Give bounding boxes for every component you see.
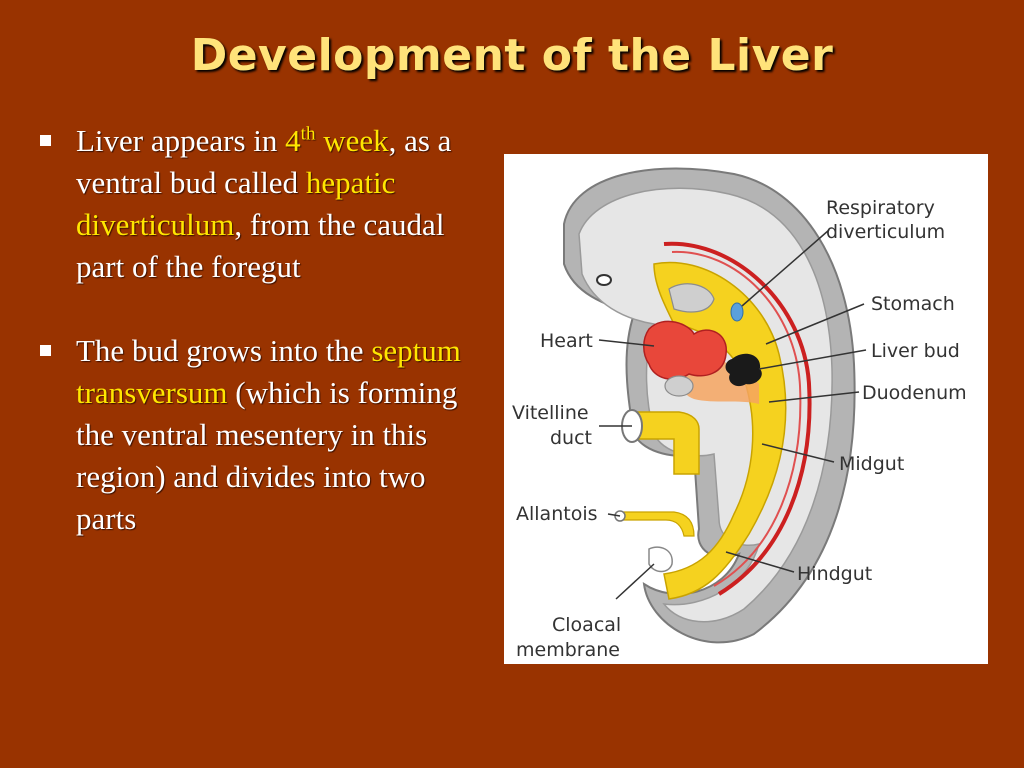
square-bullet-icon [40,345,51,356]
label-cloacal-line1: Cloacal [552,614,621,636]
pericardial-cavity [664,375,694,397]
superscript-th: th [300,123,316,145]
square-bullet-icon [40,135,51,146]
label-respiratory-line1: Respiratory [826,197,935,219]
leader-midgut [761,443,835,463]
blood-vessel-dorsal [663,241,812,596]
leader-liver-bud [758,349,867,370]
label-vitelline-line2: duct [550,427,592,449]
leader-lines [598,229,867,600]
bullet-text: , [388,123,397,158]
label-allantois: Allantois [516,503,598,525]
embryo-diagram: Respiratory diverticulum Stomach Heart L… [504,154,988,664]
respiratory-diverticulum-shape [730,302,744,322]
highlight-4th: 4 [285,123,301,158]
label-cloacal-line2: membrane [516,639,620,661]
bullet-text: (which is forming the ventral mesentery … [76,375,458,536]
leader-duodenum [768,391,860,403]
slide-title: Development of the Liver [190,30,834,81]
embryo-inner-body [578,187,833,623]
bullet-text: , [234,207,243,242]
cloacal-membrane-shape [648,546,673,573]
bullet-item-bud-grows: The bud grows into the septum transversu… [36,330,476,540]
bullet-item-liver-appears: Liver appears in 4th week, as a ventral … [36,120,476,288]
leader-allantois [607,513,621,517]
allantois-shape [621,511,695,537]
label-respiratory-line2: diverticulum [826,221,945,243]
highlight-hepatic-diverticulum: hepatic diverticulum [76,165,396,242]
label-vitelline-line1: Vitelline [512,402,589,424]
leader-hindgut [725,551,795,573]
label-midgut: Midgut [839,453,904,475]
leader-respiratory [741,229,830,307]
leader-heart [598,339,655,347]
label-stomach: Stomach [871,293,955,315]
bullet-text: as a ventral bud called [76,123,452,200]
label-liver-bud: Liver bud [871,340,960,362]
highlight-week: week [315,123,389,158]
bullet-text: from the caudal part of the foregut [76,207,445,284]
liver-bud-shape [725,353,762,387]
bullet-list: Liver appears in 4th week, as a ventral … [36,120,476,540]
blood-vessel-inner [671,250,802,587]
leader-stomach [765,303,865,345]
eye-spot [596,274,612,286]
heart-shape [643,320,727,380]
bullet-text: The bud grows into the [76,333,364,368]
pharyngeal-region [668,283,715,313]
leader-cloacal [615,563,655,600]
vitelline-duct-shape [631,411,700,475]
embryo-diagram-svg: Respiratory diverticulum Stomach Heart L… [512,167,967,661]
label-hindgut: Hindgut [797,563,872,585]
label-heart: Heart [540,330,593,352]
label-duodenum: Duodenum [862,382,967,404]
highlight-septum-transversum: septum transversum [76,333,461,410]
bullet-text: Liver appears in [76,123,286,158]
